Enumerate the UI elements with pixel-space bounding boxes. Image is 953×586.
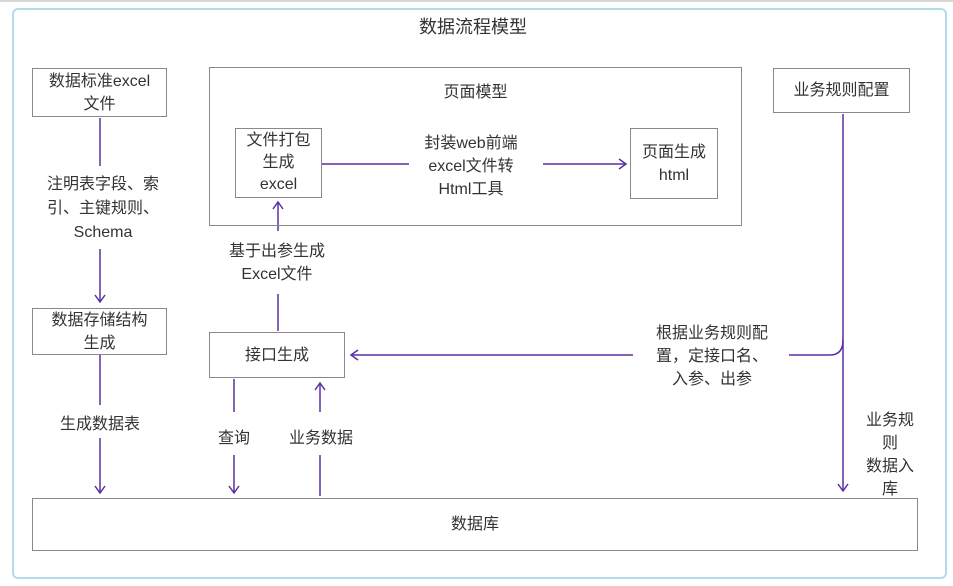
arrow-rules-to-api-curve <box>789 339 844 356</box>
label-rules-config-detail: 根据业务规则配 置，定接口名、 入参、出参 <box>655 325 769 388</box>
node-storage-structure: 数据存储结构 生成 <box>32 308 167 355</box>
node-database: 数据库 <box>32 498 918 551</box>
label-query: 查询 <box>217 430 251 447</box>
node-biz-rules-config: 业务规则配置 <box>773 68 910 113</box>
window-top-edge <box>0 0 953 2</box>
diagram-outer-frame <box>12 8 947 579</box>
node-page-html: 页面生成 html <box>630 128 718 199</box>
node-data-standard-excel: 数据标准excel 文件 <box>32 68 167 117</box>
label-biz-data: 业务数据 <box>288 430 354 447</box>
diagram-title: 数据流程模型 <box>419 17 527 37</box>
label-rules-store: 业务规则 数据入库 <box>865 412 914 498</box>
label-annotation: 注明表字段、索 引、主键规则、 Schema <box>46 176 160 241</box>
node-api-generation: 接口生成 <box>209 332 345 378</box>
node-file-package: 文件打包 生成 excel <box>235 128 322 198</box>
label-excel-generation: 基于出参生成 Excel文件 <box>228 243 326 283</box>
label-package-tool: 封装web前端 excel文件转 Html工具 <box>424 135 518 198</box>
node-page-model-label: 页面模型 <box>443 84 508 101</box>
node-page-model-container: 页面模型 <box>209 67 742 226</box>
label-generate-table: 生成数据表 <box>59 416 141 433</box>
